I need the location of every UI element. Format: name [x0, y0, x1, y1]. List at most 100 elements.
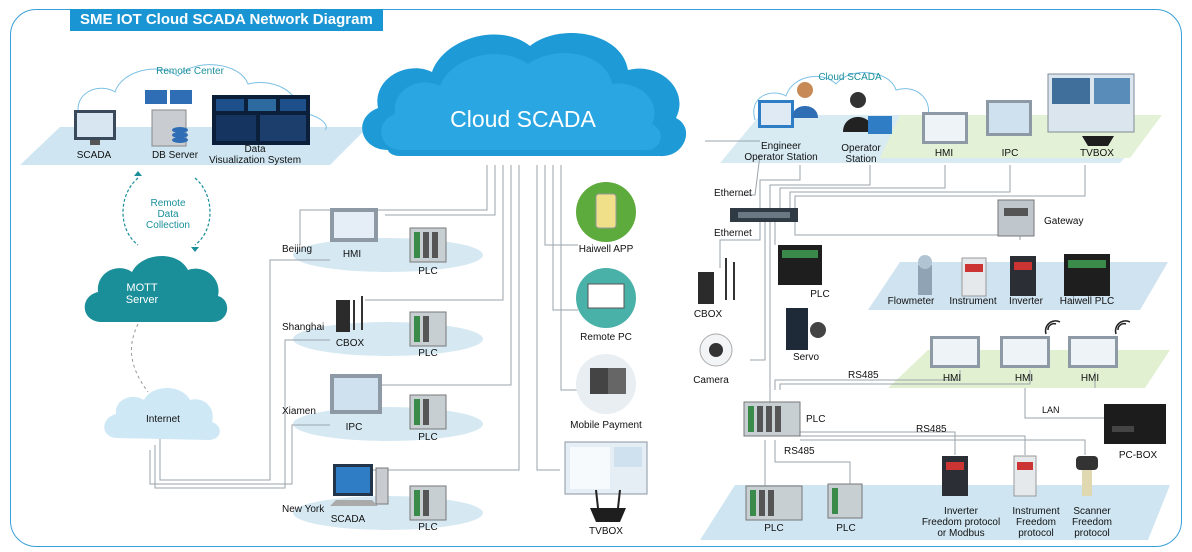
beijing-plc-label: PLC	[418, 266, 438, 277]
scanner-label: Scanner Freedom protocol	[1071, 506, 1112, 539]
connection-lines	[149, 140, 1110, 490]
gateway-icon	[997, 199, 1035, 237]
data-visualization-label: Data Visualization System	[208, 144, 302, 166]
beijing-hmi-label: HMI	[342, 249, 362, 260]
scada-monitor-icon	[74, 110, 116, 145]
rs485-label-b: RS485	[916, 424, 947, 435]
hmi-row-3-label: HMI	[1080, 373, 1100, 384]
hmi-row-3-icon	[1068, 336, 1118, 368]
rs485-label-c: RS485	[784, 446, 815, 457]
cbox-right-label: CBOX	[693, 309, 723, 320]
data-visualization-screen-icon	[212, 95, 310, 145]
engineer-station-label: Engineer Operator Station	[744, 141, 818, 163]
xiamen-label: Xiamen	[282, 406, 316, 417]
bottom-plc-1-icon	[745, 485, 803, 521]
newyork-plc-label: PLC	[418, 522, 438, 533]
haiwell-plc-label: Haiwell PLC	[1059, 296, 1115, 307]
tvbox-screen-icon	[564, 441, 648, 495]
bottom-instrument-label: Instrument Freedom protocol	[1012, 506, 1060, 539]
servo-icon	[786, 308, 826, 350]
mqtt-internet-dashed-line	[130, 323, 149, 393]
tvbox-router-icon	[590, 489, 626, 522]
ethernet-label-1: Ethernet	[714, 188, 752, 199]
beijing-hmi-icon	[330, 208, 378, 242]
ethernet-label-2: Ethernet	[714, 228, 752, 239]
plc-right-label: PLC	[810, 289, 830, 300]
right-ipc-label: IPC	[1001, 148, 1019, 159]
camera-label: Camera	[693, 375, 729, 386]
remote-data-collection-arrows	[122, 177, 211, 246]
bottom-platform	[700, 485, 1170, 540]
shanghai-cbox-icon	[336, 296, 363, 332]
field-instrument-label: Instrument	[949, 296, 997, 307]
xiamen-ipc-icon	[330, 374, 382, 414]
inverter-icon	[1010, 256, 1036, 296]
shanghai-label: Shanghai	[282, 322, 325, 333]
arrow-head-down-icon	[191, 247, 199, 252]
plc-right-icon	[778, 245, 822, 285]
right-ipc-icon	[986, 100, 1032, 136]
field-inverter-label: Inverter	[1009, 296, 1043, 307]
bottom-plc-1-label: PLC	[764, 523, 784, 534]
cloud-scada-label: Cloud SCADA	[450, 106, 596, 132]
haiwell-app-label: Haiwell APP	[578, 244, 634, 255]
hmi-row-1-icon	[930, 336, 980, 368]
xiamen-plc-icon	[409, 394, 447, 430]
xiamen-site-ellipse	[293, 407, 483, 441]
cbox-right-icon	[698, 258, 735, 304]
ethernet-switch-icon	[730, 208, 798, 222]
beijing-label: Beijing	[282, 244, 313, 255]
bottom-instrument-icon	[1013, 455, 1037, 497]
newyork-label: New York	[282, 504, 325, 515]
bottom-plc-2-icon	[827, 483, 863, 519]
xiamen-ipc-label: IPC	[345, 422, 363, 433]
scanner-icon	[1076, 456, 1098, 496]
mqtt-cloud-shape	[84, 255, 228, 322]
newyork-plc-icon	[409, 485, 447, 521]
rs485-label-a: RS485	[848, 370, 879, 381]
operator-station-icon	[843, 92, 892, 134]
pcbox-icon	[1104, 404, 1166, 444]
flowmeter-icon	[918, 255, 932, 295]
right-cloud-outline	[753, 72, 930, 121]
bottom-inverter-label: Inverter Freedom protocol or Modbus	[921, 506, 1001, 539]
arrow-head-up-icon	[134, 171, 142, 176]
beijing-site-ellipse	[293, 238, 483, 272]
hmi-row-1-label: HMI	[942, 373, 962, 384]
internet-cloud-shape	[104, 388, 220, 440]
right-cloud-scada-label: Cloud SCADA	[818, 72, 882, 83]
bottom-inverter-icon	[942, 456, 968, 496]
diagram-title: SME IOT Cloud SCADA Network Diagram	[70, 9, 383, 31]
pcbox-label: PC-BOX	[1118, 450, 1158, 461]
remote-scada-label: SCADA	[76, 150, 112, 161]
haiwell-plc-icon	[1064, 254, 1110, 296]
flowmeter-label: Flowmeter	[887, 296, 935, 307]
db-server-icon	[145, 90, 192, 147]
plc-main-label: PLC	[806, 414, 826, 425]
xiamen-plc-label: PLC	[418, 432, 438, 443]
remote-center-label: Remote Center	[156, 66, 224, 77]
instrument-icon	[961, 257, 987, 297]
remote-data-collection-label: Remote Data Collection	[146, 198, 190, 231]
newyork-scada-label: SCADA	[330, 514, 366, 525]
internet-label: Internet	[146, 414, 180, 425]
right-hmi-icon	[922, 112, 968, 144]
hmi-row-2-icon	[1000, 336, 1050, 368]
db-server-label: DB Server	[151, 150, 199, 161]
right-tvbox-icon	[1047, 73, 1135, 146]
operator-station-label: Operator Station	[841, 143, 881, 165]
bottom-plc-2-label: PLC	[836, 523, 856, 534]
mqtt-server-label: MOTT Server	[125, 282, 159, 306]
right-tvbox-label: TVBOX	[1080, 148, 1114, 159]
remote-pc-label: Remote PC	[580, 332, 632, 343]
wifi-icon-1	[1044, 320, 1061, 335]
engineer-station-icon	[758, 82, 818, 128]
gateway-label: Gateway	[1044, 216, 1084, 227]
servo-label: Servo	[792, 352, 820, 363]
tvbox-label: TVBOX	[589, 526, 623, 537]
diagram-frame	[10, 9, 1182, 547]
mobile-payment-label: Mobile Payment	[570, 420, 642, 431]
wifi-icon-2	[1114, 320, 1131, 335]
cloud-scada-shape	[362, 33, 687, 157]
